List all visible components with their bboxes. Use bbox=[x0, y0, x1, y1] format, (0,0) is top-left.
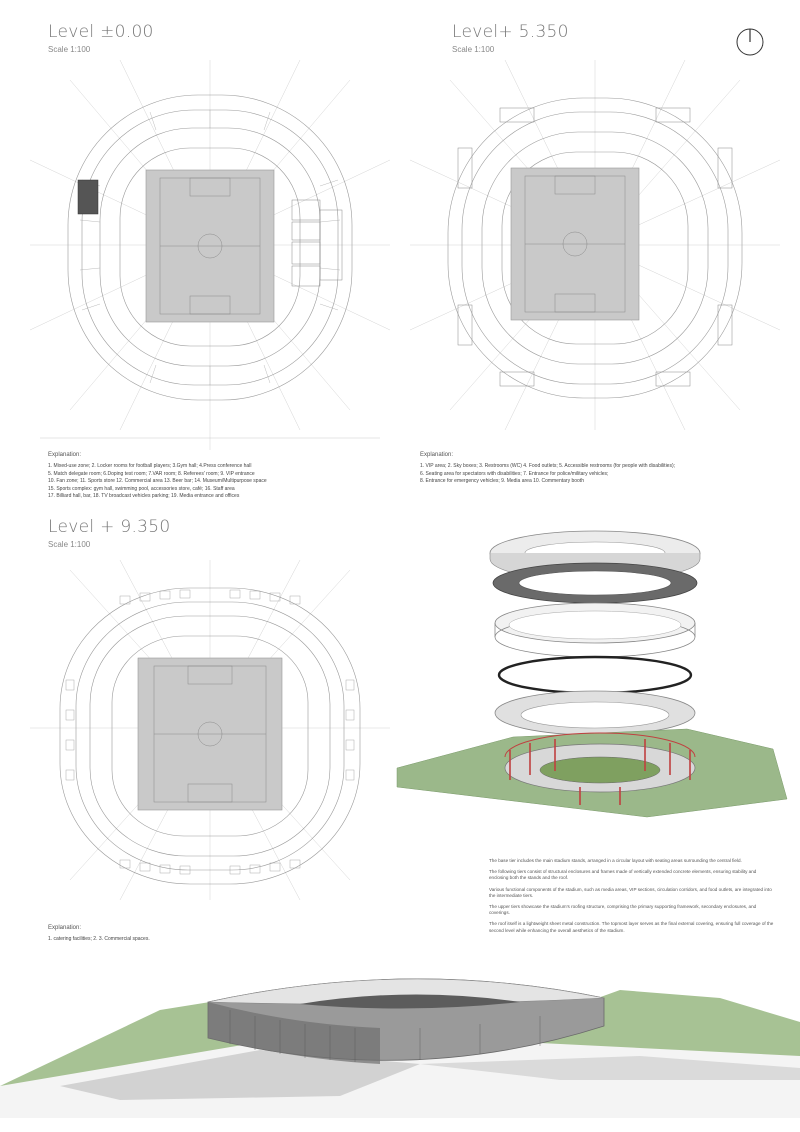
north-arrow-icon bbox=[735, 27, 765, 57]
exploded-tier-ring bbox=[497, 655, 693, 695]
plan-1-explanation-line: 5. Match delegate room; 6.Doping test ro… bbox=[48, 470, 255, 477]
plan-1-explanation-heading: Explanation: bbox=[48, 452, 82, 458]
plan-2-scale: Scale 1:100 bbox=[452, 45, 495, 54]
stadium-perspective-render bbox=[0, 978, 800, 1118]
description-paragraph: The upper tiers showcase the stadium's r… bbox=[489, 904, 757, 916]
plan-1-scale: Scale 1:100 bbox=[48, 45, 91, 54]
plan-2-drawing bbox=[409, 59, 781, 431]
plan-2-title: Level+ 5.350 bbox=[452, 22, 569, 42]
plan-1-explanation-line: 15. Sports complex: gym hall, swimming p… bbox=[48, 485, 235, 492]
plan-2-explanation-line: 8. Entrance for emergency vehicles; 9. M… bbox=[420, 478, 584, 485]
axonometric-description: The base tier includes the main stadium … bbox=[489, 858, 774, 939]
exploded-axonometric bbox=[396, 530, 788, 818]
plan-1-explanation-line: 10. Fan zone; 11. Sports store 12. Comme… bbox=[48, 478, 267, 485]
description-paragraph: The base tier includes the main stadium … bbox=[489, 858, 742, 863]
plan-3-explanation-heading: Explanation: bbox=[48, 925, 82, 931]
plan-1-title: Level ±0.00 bbox=[48, 22, 154, 42]
plan-1-explanation-line: 1. Mixed-use zone; 2. Locker rooms for f… bbox=[48, 463, 252, 469]
plan-3-explanation-line: 1. catering facilities; 2. 3. Commercial… bbox=[48, 936, 150, 942]
plan-3-title: Level + 9.350 bbox=[48, 517, 171, 537]
plan-2-explanation-line: 1. VIP area; 2. Sky boxes; 3. Restrooms … bbox=[420, 463, 676, 469]
plan-3-scale: Scale 1:100 bbox=[48, 540, 91, 549]
description-paragraph: The roof itself is a lightweight sheet m… bbox=[489, 921, 774, 933]
exploded-tier-facade bbox=[494, 602, 696, 658]
description-paragraph: The following tiers consist of structura… bbox=[489, 869, 757, 881]
plan-3-drawing bbox=[30, 559, 390, 901]
plan-1-drawing bbox=[29, 59, 391, 450]
plan-1-explanation-line: 17. Billiard hall, bar, 18. TV broadcast… bbox=[48, 493, 240, 500]
plan-3-explanation: 1. catering facilities; 2. 3. Commercial… bbox=[48, 936, 150, 944]
plan-2-explanation: 1. VIP area; 2. Sky boxes; 3. Restrooms … bbox=[420, 463, 675, 486]
plan-1-explanation: 1. Mixed-use zone; 2. Locker rooms for f… bbox=[48, 463, 267, 501]
exploded-base-site bbox=[396, 728, 788, 818]
plan-2-explanation-line: 6. Seating area for spectators with disa… bbox=[420, 470, 609, 477]
description-paragraph: Various functional components of the sta… bbox=[489, 886, 772, 898]
exploded-tier-stands bbox=[494, 690, 696, 736]
exploded-tier-roof-frame bbox=[492, 562, 698, 604]
plan-2-explanation-heading: Explanation: bbox=[420, 452, 454, 458]
